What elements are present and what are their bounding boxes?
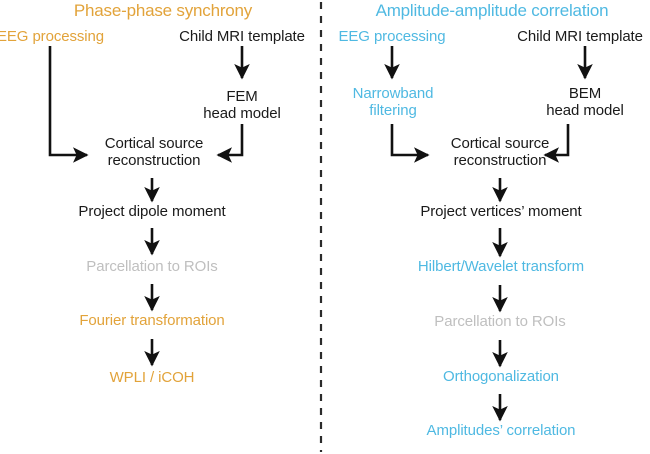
node-child-mri-template-right: Child MRI template [517,28,643,45]
node-narrowband-filtering-right: Narrowband filtering [352,85,434,119]
node-child-mri-template-left: Child MRI template [179,28,305,45]
node-fourier-transformation-left: Fourier transformation [79,312,225,329]
panel-title-amplitude-amplitude: Amplitude-amplitude correlation [375,1,609,20]
node-cortical-source-reconstruction-right: Cortical source reconstruction [450,135,550,169]
node-project-vertices-moment-right: Project vertices’ moment [420,203,582,220]
node-parcellation-to-rois-right: Parcellation to ROIs [434,313,566,330]
node-cortical-source-reconstruction-left: Cortical source reconstruction [104,135,204,169]
arrow-fem-to-cortical-left [216,124,244,163]
node-hilbert-wavelet-transform-right: Hilbert/Wavelet transform [417,258,585,275]
node-wpli-icoh-left: WPLI / iCOH [109,369,195,386]
node-eeg-processing-left: EEG processing [0,28,104,45]
node-project-dipole-moment-left: Project dipole moment [78,203,226,220]
node-orthogonalization-right: Orthogonalization [443,368,559,385]
arrow-narrowband-to-cortical-right [390,124,430,163]
node-eeg-processing-right: EEG processing [338,28,446,45]
arrow-eeg-to-cortical-left [48,46,89,163]
node-bem-head-model-right: BEM head model [546,85,624,119]
node-parcellation-to-rois-left: Parcellation to ROIs [86,258,218,275]
node-fem-head-model-left: FEM head model [203,88,281,122]
panel-title-phase-phase: Phase-phase synchrony [73,1,253,20]
node-amplitudes-correlation-right: Amplitudes’ correlation [426,422,576,439]
